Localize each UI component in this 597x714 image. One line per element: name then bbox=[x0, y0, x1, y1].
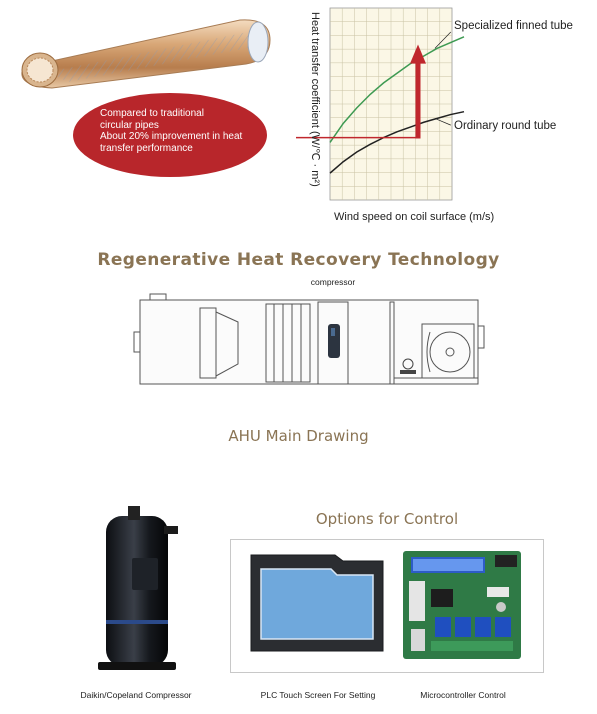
ahu-caption: AHU Main Drawing bbox=[228, 427, 369, 445]
plc-caption: PLC Touch Screen For Setting bbox=[260, 690, 376, 700]
improvement-callout-bubble bbox=[73, 93, 267, 177]
y-axis-label: Heat transfer coefficient (W/℃ · m²) bbox=[309, 12, 321, 187]
series-label-0: Specialized finned tube bbox=[454, 20, 573, 32]
improvement-callout-text: Compared to traditional circular pipes A… bbox=[100, 108, 243, 154]
finned-tube-illustration bbox=[21, 19, 271, 89]
plc-touch-screen-photo bbox=[250, 554, 384, 652]
microcontroller-board-photo bbox=[403, 551, 521, 659]
improvement-arrow-head bbox=[410, 44, 426, 64]
section-heading: Regenerative Heat Recovery Technology bbox=[97, 250, 500, 270]
compressor-label: compressor bbox=[311, 277, 356, 287]
options-panel bbox=[230, 539, 544, 673]
x-axis-label: Wind speed on coil surface (m/s) bbox=[334, 211, 494, 223]
leader-line-0 bbox=[434, 31, 452, 49]
series-line-0 bbox=[329, 36, 465, 143]
series-line-1 bbox=[329, 110, 465, 174]
ahu-main-drawing: compressor bbox=[133, 277, 485, 385]
leader-line-1 bbox=[434, 118, 451, 126]
compressor-photo bbox=[98, 506, 178, 670]
options-title: Options for Control bbox=[315, 510, 459, 528]
microcontroller-caption: Microcontroller Control bbox=[420, 690, 506, 700]
series-label-1: Ordinary round tube bbox=[454, 120, 556, 132]
compressor-caption: Daikin/Copeland Compressor bbox=[80, 690, 192, 700]
